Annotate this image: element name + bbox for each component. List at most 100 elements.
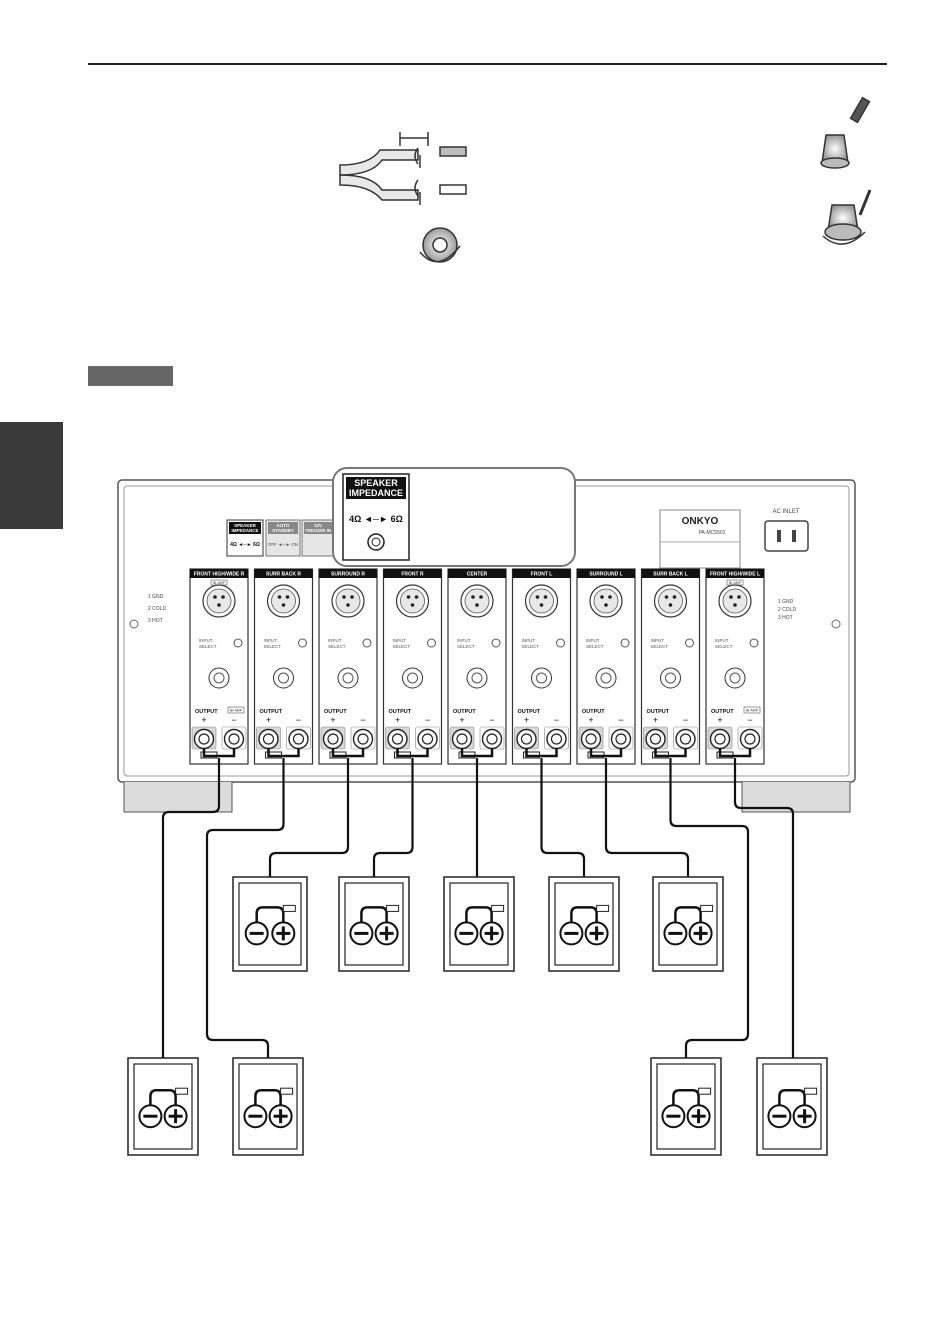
plus-sign: + bbox=[717, 715, 722, 725]
rca-input-jack[interactable] bbox=[466, 667, 488, 689]
speaker-impedance-switch-small[interactable]: SPEAKER IMPEDANCE 4Ω ◄─► 6Ω bbox=[226, 519, 264, 557]
rca-input-jack[interactable] bbox=[531, 667, 552, 689]
speaker bbox=[650, 1057, 722, 1156]
plus-terminal[interactable] bbox=[320, 726, 346, 750]
wire-tag bbox=[804, 1087, 818, 1095]
output-label: OUTPUT bbox=[389, 709, 412, 715]
output-label: OUTPUT bbox=[195, 709, 218, 715]
input-select-switch[interactable] bbox=[685, 638, 694, 648]
minus-terminal[interactable] bbox=[221, 726, 247, 750]
trigger-in-jack[interactable]: 12V TRIGGER IN bbox=[301, 519, 335, 557]
plus-terminal[interactable] bbox=[256, 726, 281, 750]
output-label: OUTPUT bbox=[453, 709, 476, 715]
ac-inlet[interactable]: AC INLET bbox=[764, 509, 809, 552]
input-select-label: INPUT bbox=[651, 638, 665, 643]
input-select-label: INPUT bbox=[393, 638, 407, 643]
auto-standby-switch[interactable]: AUTO STANDBY OFF ◄─► ON bbox=[265, 519, 301, 557]
wire-tag bbox=[491, 904, 505, 912]
svg-text:1 GND: 1 GND bbox=[148, 594, 164, 600]
bare-wire-terminal-icon bbox=[822, 189, 872, 245]
speaker-wires bbox=[161, 758, 795, 1091]
input-select-label: SELECT bbox=[457, 644, 475, 649]
side-tab bbox=[0, 422, 63, 529]
input-select-switch[interactable] bbox=[556, 638, 565, 648]
rca-input-jack[interactable] bbox=[660, 667, 681, 689]
minus-terminal[interactable] bbox=[544, 726, 569, 750]
minus-terminal[interactable] bbox=[673, 726, 698, 750]
xlr-input-jack[interactable] bbox=[460, 584, 494, 618]
output-label: OUTPUT bbox=[518, 709, 541, 715]
speaker-minus-terminal bbox=[138, 1104, 163, 1129]
minus-terminal[interactable] bbox=[479, 726, 505, 750]
speaker-plus-terminal bbox=[271, 921, 296, 946]
wire-tag bbox=[280, 1087, 294, 1095]
speaker-wire bbox=[733, 758, 795, 1091]
minus-terminal[interactable] bbox=[737, 726, 763, 750]
input-select-switch[interactable] bbox=[362, 638, 372, 648]
xlr-input-jack[interactable] bbox=[718, 584, 752, 618]
speaker-wire bbox=[669, 758, 750, 1091]
input-select-label: SELECT bbox=[715, 644, 733, 649]
svg-text:SPEAKER: SPEAKER bbox=[354, 478, 398, 488]
rca-input-jack[interactable] bbox=[402, 667, 423, 689]
speaker-minus-terminal bbox=[243, 1104, 268, 1129]
plus-terminal[interactable] bbox=[578, 726, 604, 750]
svg-text:OFF ◄─► ON: OFF ◄─► ON bbox=[268, 542, 298, 547]
rca-input-jack[interactable] bbox=[595, 667, 617, 689]
speaker-minus-terminal bbox=[559, 921, 584, 946]
svg-text:AC INLET: AC INLET bbox=[772, 509, 799, 515]
channel-label: FRONT R bbox=[401, 572, 424, 578]
svg-text:PA-MC5501: PA-MC5501 bbox=[699, 530, 726, 536]
minus-terminal[interactable] bbox=[350, 726, 376, 750]
wire-tag bbox=[698, 1087, 712, 1095]
speaker-wire bbox=[268, 758, 350, 908]
output-label: OUTPUT bbox=[582, 709, 605, 715]
xlr-input-jack[interactable] bbox=[266, 584, 301, 618]
xlr-input-jack[interactable] bbox=[524, 584, 559, 618]
svg-text:SPEAKER: SPEAKER bbox=[234, 523, 257, 528]
input-select-switch[interactable] bbox=[298, 638, 307, 648]
input-select-switch[interactable] bbox=[427, 638, 436, 648]
xlr-input-jack[interactable] bbox=[653, 584, 688, 618]
terminal-knob-icon bbox=[419, 227, 461, 263]
xlr-input-jack[interactable] bbox=[589, 584, 623, 618]
rca-input-jack[interactable] bbox=[208, 667, 230, 689]
svg-text:1 GND: 1 GND bbox=[778, 599, 794, 605]
speaker-wire bbox=[205, 758, 285, 1091]
plus-terminal[interactable] bbox=[191, 726, 217, 750]
rca-input-jack[interactable] bbox=[337, 667, 359, 689]
plus-terminal[interactable] bbox=[514, 726, 539, 750]
xlr-pin-legend-left: 1 GND 2 COLD 3 HOT bbox=[148, 594, 166, 624]
speaker-minus-terminal bbox=[661, 1104, 686, 1129]
plus-sign: + bbox=[524, 715, 529, 725]
xlr-input-jack[interactable] bbox=[331, 584, 365, 618]
input-select-switch[interactable] bbox=[620, 638, 630, 648]
input-select-switch[interactable] bbox=[749, 638, 759, 648]
plus-terminal[interactable] bbox=[707, 726, 733, 750]
minus-sign: − bbox=[425, 715, 430, 725]
input-select-switch[interactable] bbox=[233, 638, 243, 648]
channel-label: CENTER bbox=[467, 572, 488, 578]
plus-terminal[interactable] bbox=[449, 726, 475, 750]
channel-module: FRONT HIGH/WIDE LBI-AMPINPUTSELECTOUTPUT… bbox=[705, 568, 765, 765]
xlr-input-jack[interactable] bbox=[395, 584, 430, 618]
wire-tag bbox=[596, 904, 610, 912]
input-select-label: INPUT bbox=[522, 638, 536, 643]
input-select-switch[interactable] bbox=[491, 638, 501, 648]
bi-amp-badge: BI-AMP bbox=[230, 709, 243, 713]
speaker-wire bbox=[161, 758, 221, 1091]
input-select-label: SELECT bbox=[522, 644, 540, 649]
xlr-input-jack[interactable] bbox=[202, 584, 236, 618]
rca-input-jack[interactable] bbox=[273, 667, 294, 689]
plus-terminal[interactable] bbox=[385, 726, 410, 750]
minus-terminal[interactable] bbox=[608, 726, 634, 750]
speaker-plus-terminal bbox=[268, 1104, 293, 1129]
input-select-label: SELECT bbox=[651, 644, 669, 649]
minus-terminal[interactable] bbox=[415, 726, 440, 750]
rca-input-jack[interactable] bbox=[724, 667, 746, 689]
minus-terminal[interactable] bbox=[286, 726, 311, 750]
speaker bbox=[338, 876, 410, 972]
plus-terminal[interactable] bbox=[643, 726, 668, 750]
